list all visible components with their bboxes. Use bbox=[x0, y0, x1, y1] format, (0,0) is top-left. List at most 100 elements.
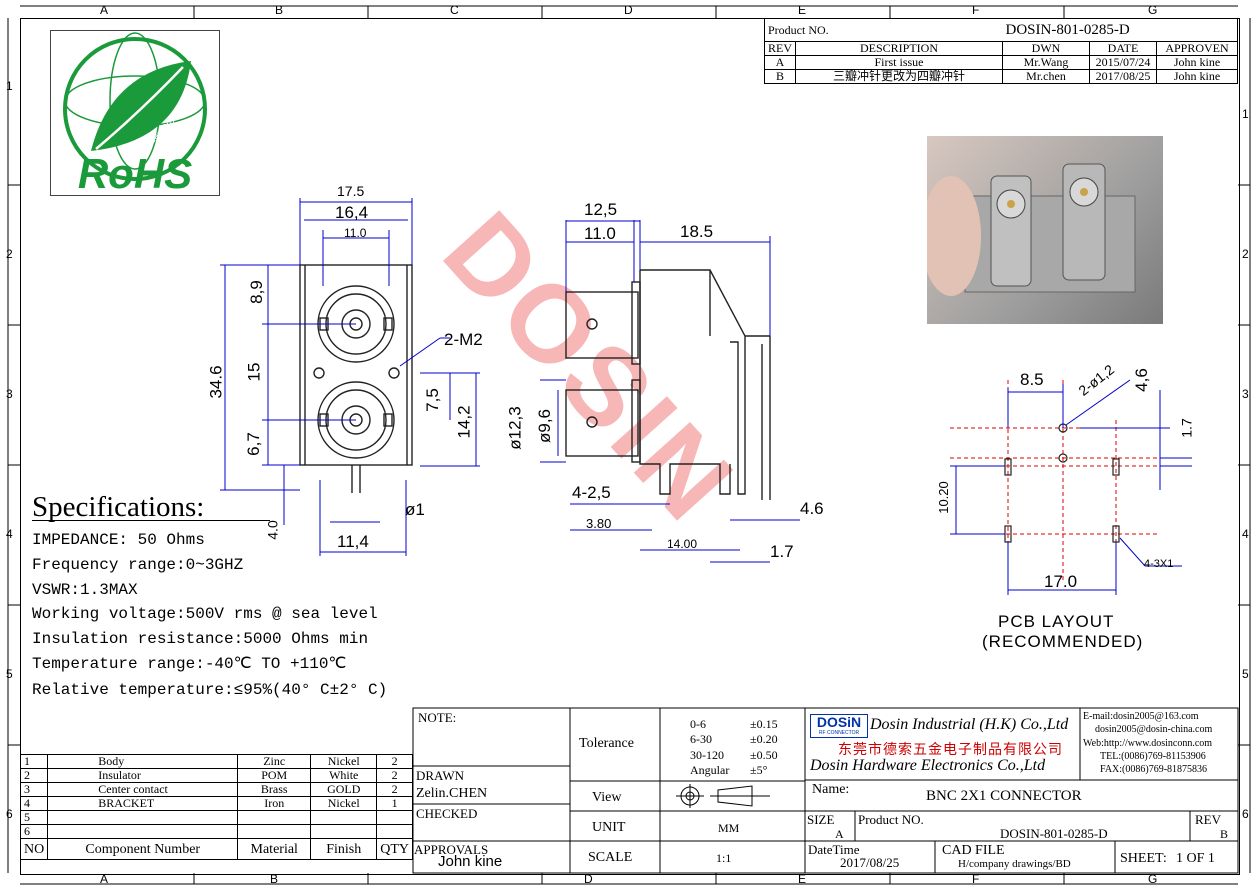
dim-11-0: 11.0 bbox=[344, 226, 367, 240]
ruler-col-d: D bbox=[624, 3, 633, 17]
ruler-col-b-bottom: B bbox=[270, 872, 279, 886]
company-web: Web:http://www.dosinconn.com bbox=[1083, 738, 1213, 749]
date-label: DateTime bbox=[808, 842, 860, 857]
spec-line: Frequency range:0~3GHZ bbox=[32, 556, 244, 574]
tolerance-range: Angular bbox=[690, 763, 730, 777]
company-name-hardware: Dosin Hardware Electronics Co.,Ltd bbox=[810, 757, 1046, 774]
bom-cell: POM bbox=[237, 768, 312, 783]
tolerance-value: ±0.20 bbox=[750, 732, 778, 746]
dim-2-m2: 2-M2 bbox=[444, 330, 483, 349]
name-label: Name: bbox=[812, 782, 850, 797]
side-view-drawing bbox=[540, 220, 800, 563]
ruler-row-6: 6 bbox=[6, 807, 13, 821]
ruler-col-a: A bbox=[100, 3, 109, 17]
dim-1-7: 1.7 bbox=[770, 542, 794, 561]
ruler-row-4-right: 4 bbox=[1242, 527, 1249, 541]
scale-label: SCALE bbox=[588, 850, 633, 865]
rev-product-label: Product NO. bbox=[764, 18, 1003, 42]
dosin-logo-sub: RF CONNECTOR bbox=[818, 730, 860, 736]
spec-line: Insulation resistance:5000 Ohms min bbox=[32, 630, 369, 648]
rev-cell: 三瓣冲针更改为四瓣冲针 bbox=[795, 69, 1003, 84]
product-photo-image bbox=[927, 163, 1136, 296]
unit-value: MM bbox=[718, 821, 740, 835]
rev-header: APPROVEN bbox=[1156, 41, 1238, 56]
ruler-row-2: 2 bbox=[6, 247, 13, 261]
unit-label: UNIT bbox=[592, 820, 626, 835]
scale-value: 1:1 bbox=[716, 851, 732, 865]
company-email-2: dosin2005@dosin-china.com bbox=[1095, 724, 1213, 735]
dosin-logo: DOSiN RF CONNECTOR bbox=[810, 714, 868, 738]
ruler-col-e: E bbox=[798, 3, 807, 17]
rev-label: REV bbox=[1195, 812, 1221, 827]
ruler-row-1-right: 1 bbox=[1242, 107, 1249, 121]
view-label: View bbox=[592, 790, 622, 805]
rev-header: DWN bbox=[1002, 41, 1090, 56]
ruler-row-5-right: 5 bbox=[1242, 667, 1249, 681]
company-fax: FAX:(0086)769-81875836 bbox=[1100, 764, 1208, 775]
size-label: SIZE bbox=[807, 812, 835, 827]
date-value: 2017/08/25 bbox=[840, 855, 900, 870]
bom-cell: Center contact bbox=[47, 782, 239, 797]
company-email: E-mail:dosin2005@163.com bbox=[1083, 711, 1199, 722]
ruler-col-c: C bbox=[450, 3, 459, 17]
rev-value: B bbox=[1220, 827, 1229, 841]
dim-16-4: 16,4 bbox=[335, 203, 369, 222]
dim-4-2-5: 4-2,5 bbox=[572, 483, 611, 502]
ruler-col-g-bottom: G bbox=[1148, 872, 1158, 886]
pcb-dim-4-3x1: 4-3X1 bbox=[1144, 558, 1174, 570]
dosin-logo-text: DOSiN bbox=[816, 714, 862, 730]
tolerance-range: 30-120 bbox=[690, 748, 724, 762]
ruler-col-f-bottom: F bbox=[972, 872, 980, 886]
dim-14-00: 14.00 bbox=[667, 537, 698, 551]
size-value: A bbox=[835, 827, 844, 841]
view-symbol-icon bbox=[676, 784, 770, 808]
dim-dia-1: ø1 bbox=[405, 500, 425, 519]
pcb-dim-8-5: 8.5 bbox=[1020, 370, 1044, 389]
spec-line: VSWR:1.3MAX bbox=[32, 581, 138, 599]
company-name-cn: 东莞市德索五金电子制品有限公司 bbox=[838, 743, 1063, 758]
rev-cell: John kine bbox=[1156, 55, 1238, 70]
dim-3-80: 3.80 bbox=[586, 516, 612, 531]
bom-cell: GOLD bbox=[310, 782, 378, 797]
revision-table: Product NO. DOSIN-801-0285-D REV DESCRIP… bbox=[764, 18, 1238, 84]
dim-11-0-side: 11.0 bbox=[584, 224, 616, 243]
sheet-label: SHEET: bbox=[1120, 851, 1167, 866]
bom-header: Finish bbox=[310, 838, 378, 860]
note-label: NOTE: bbox=[418, 710, 457, 725]
ruler-row-3-right: 3 bbox=[1242, 387, 1249, 401]
dim-18-5: 18.5 bbox=[680, 222, 714, 241]
ruler-row-4: 4 bbox=[6, 527, 13, 541]
approvals-label: APPROVALS bbox=[414, 842, 489, 857]
pcb-layout-subtitle: (RECOMMENDED) bbox=[982, 632, 1144, 651]
company-name-hk: Dosin Industrial (H.K) Co.,Ltd bbox=[870, 716, 1069, 733]
drawn-label: DRAWN bbox=[416, 768, 465, 783]
rohs-logo: RoHS Green Product bbox=[50, 30, 220, 196]
bom-cell: Zinc bbox=[237, 754, 312, 769]
bom-header: NO bbox=[19, 838, 49, 860]
drawn-by: Zelin.CHEN bbox=[416, 786, 488, 801]
rev-cell: 2017/08/25 bbox=[1089, 69, 1157, 84]
bom-header: Component Number bbox=[47, 838, 239, 860]
rohs-leaf-icon bbox=[63, 32, 207, 181]
rev-product-no: DOSIN-801-0285-D bbox=[1002, 18, 1238, 42]
pcb-dim-17-0: 17.0 bbox=[1044, 572, 1078, 591]
sheet-value: 1 OF 1 bbox=[1176, 851, 1215, 866]
spec-line: Relative temperature:≤95%(40° C±2° C) bbox=[32, 681, 388, 699]
dim-17-5: 17.5 bbox=[337, 183, 365, 199]
bom-header: QTY bbox=[376, 838, 413, 860]
cad-file-value: H/company drawings/BD bbox=[958, 858, 1071, 870]
pcb-layout-drawing bbox=[950, 379, 1192, 595]
spec-line: IMPEDANCE: 50 Ohms bbox=[32, 531, 205, 549]
bom-header: Material bbox=[237, 838, 312, 860]
rev-header: DESCRIPTION bbox=[795, 41, 1003, 56]
ruler-col-g: G bbox=[1148, 3, 1158, 17]
dim-4-6: 4.6 bbox=[800, 499, 824, 518]
tolerance-value: ±5° bbox=[750, 763, 768, 777]
ruler-row-6-right: 6 bbox=[1242, 807, 1249, 821]
ruler-col-b: B bbox=[275, 3, 284, 17]
spec-line: Temperature range:-40℃ TO +110℃ bbox=[32, 655, 347, 673]
ruler-col-e-bottom: E bbox=[798, 872, 807, 886]
